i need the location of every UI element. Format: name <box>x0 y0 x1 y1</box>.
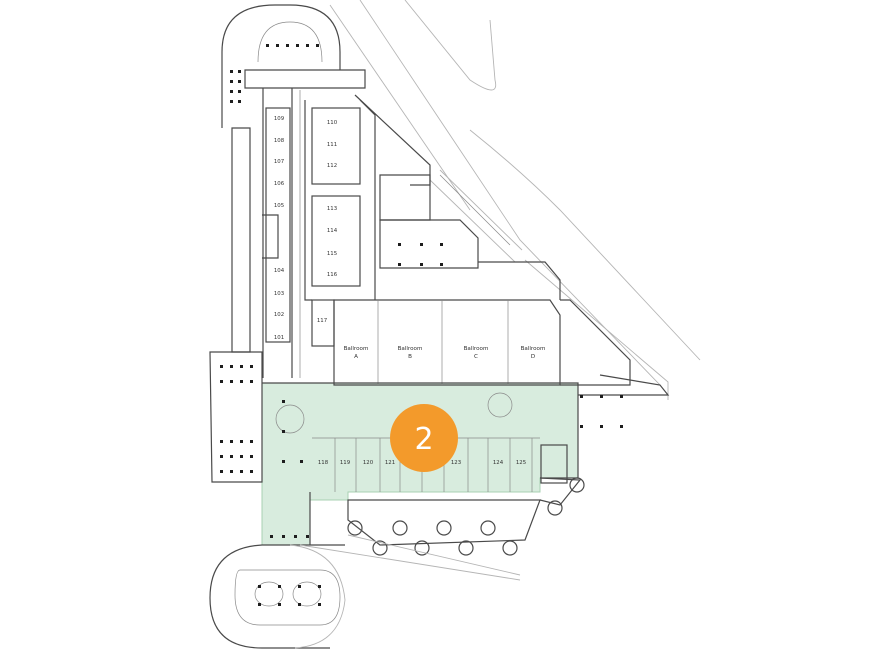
ballroom-labels: Ballroom A Ballroom B Ballroom C Ballroo… <box>344 346 546 360</box>
room-112[interactable]: 112 <box>327 163 337 169</box>
ballroom-b-name[interactable]: Ballroom <box>398 346 423 352</box>
ballroom-b-letter[interactable]: B <box>408 354 412 360</box>
room-118[interactable]: 118 <box>318 460 329 466</box>
zone-2-badge[interactable]: 2 <box>390 404 458 472</box>
columns <box>220 44 623 606</box>
room-123[interactable]: 123 <box>451 460 461 466</box>
room-114[interactable]: 114 <box>327 228 338 234</box>
room-103[interactable]: 103 <box>274 291 284 297</box>
ballroom-c-letter[interactable]: C <box>474 354 478 360</box>
ballroom-d-letter[interactable]: D <box>531 354 535 360</box>
south-oval <box>209 544 346 649</box>
room-106[interactable]: 106 <box>274 181 285 187</box>
ballroom-block <box>333 261 670 396</box>
room-120[interactable]: 120 <box>363 460 374 466</box>
ballroom-a-name[interactable]: Ballroom <box>344 346 369 352</box>
room-121[interactable]: 121 <box>385 460 395 466</box>
west-wing <box>209 88 301 483</box>
room-108[interactable]: 108 <box>274 138 285 144</box>
room-102[interactable]: 102 <box>274 312 284 318</box>
room-116[interactable]: 116 <box>327 272 338 278</box>
ballroom-d-name[interactable]: Ballroom <box>521 346 546 352</box>
room-105[interactable]: 105 <box>274 203 284 209</box>
room-104[interactable]: 104 <box>274 268 285 274</box>
room-115[interactable]: 115 <box>327 251 337 257</box>
south-room-labels: 118 119 120 121 123 124 125 <box>318 460 526 466</box>
north-rotunda <box>221 4 366 128</box>
ballroom-c-name[interactable]: Ballroom <box>464 346 489 352</box>
room-113[interactable]: 113 <box>327 206 337 212</box>
room-119[interactable]: 119 <box>340 460 351 466</box>
zone-badge-label: 2 <box>414 422 433 457</box>
room-109[interactable]: 109 <box>274 116 285 122</box>
center-room-labels: 110 111 112 113 114 115 116 117 <box>317 120 338 324</box>
center-wing <box>304 94 511 347</box>
room-107[interactable]: 107 <box>274 159 284 165</box>
south-rotundas <box>299 477 585 581</box>
room-110[interactable]: 110 <box>327 120 338 126</box>
room-125[interactable]: 125 <box>516 460 526 466</box>
zone-badge-circle[interactable] <box>390 404 458 472</box>
room-101[interactable]: 101 <box>274 335 284 341</box>
room-111[interactable]: 111 <box>327 142 337 148</box>
room-124[interactable]: 124 <box>493 460 504 466</box>
ballroom-a-letter[interactable]: A <box>354 354 358 360</box>
site-roads <box>329 0 701 400</box>
west-room-labels: 109 108 107 106 105 104 103 102 101 <box>274 116 285 341</box>
room-117[interactable]: 117 <box>317 318 327 324</box>
